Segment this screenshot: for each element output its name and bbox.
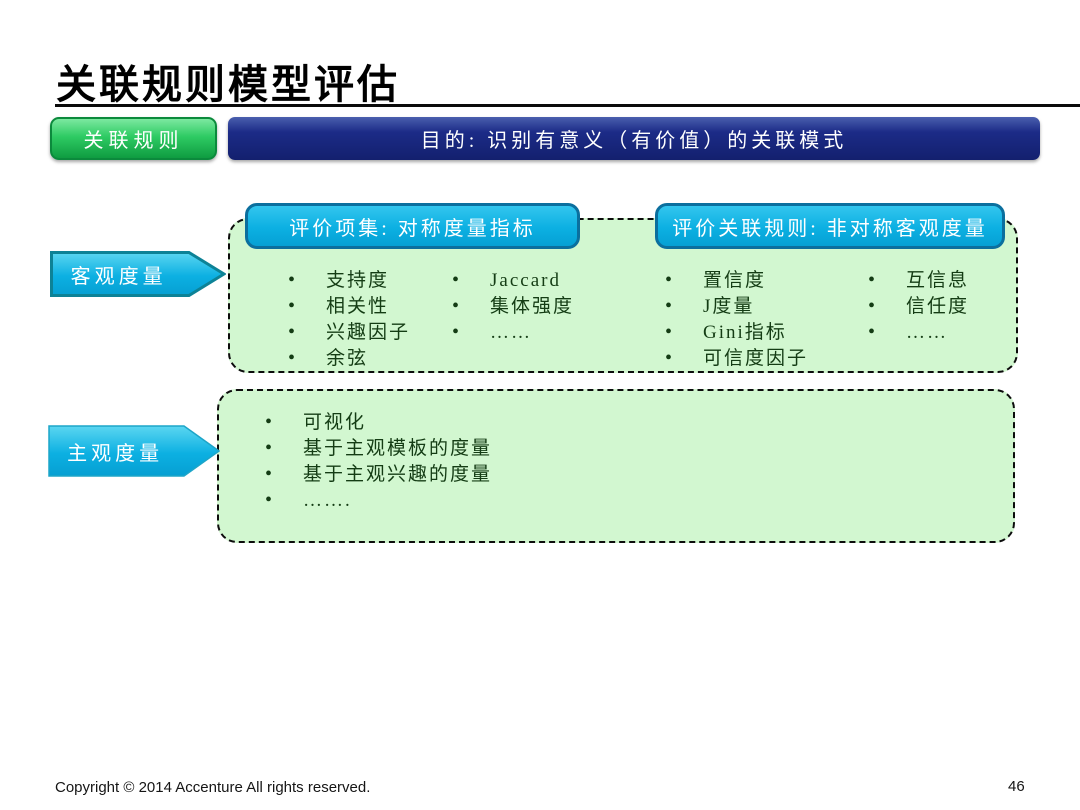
subjective-measures-box <box>217 389 1015 543</box>
list-item: 支持度 <box>288 268 410 293</box>
list-item: J度量 <box>665 294 808 319</box>
list-item: 余弦 <box>288 346 410 371</box>
list-item: ……. <box>265 488 492 513</box>
title-underline <box>55 104 1080 107</box>
topic-badge: 关联规则 <box>50 117 217 160</box>
objective-measure-arrow: 客观度量 <box>50 251 226 297</box>
list-item: 基于主观模板的度量 <box>265 436 492 461</box>
subjective-measures-list: 可视化 基于主观模板的度量 基于主观兴趣的度量 ……. <box>265 410 492 514</box>
list-item: 可信度因子 <box>665 346 808 371</box>
subjective-measure-arrow: 主观度量 <box>48 425 220 477</box>
right-arrow-shape-icon <box>50 251 226 297</box>
page-title: 关联规则模型评估 <box>56 62 400 107</box>
list-item: 信任度 <box>868 294 969 319</box>
page-number: 46 <box>1008 778 1025 795</box>
list-item: Gini指标 <box>665 320 808 345</box>
list-item: 兴趣因子 <box>288 320 410 345</box>
list-item: Jaccard <box>452 268 574 293</box>
list-item: 相关性 <box>288 294 410 319</box>
itemset-evaluation-header: 评价项集: 对称度量指标 <box>245 203 580 249</box>
list-item: 基于主观兴趣的度量 <box>265 462 492 487</box>
list-item: 集体强度 <box>452 294 574 319</box>
list-item: 可视化 <box>265 410 492 435</box>
rule-measures-list-1: 置信度 J度量 Gini指标 可信度因子 <box>665 268 808 372</box>
list-item: 互信息 <box>868 268 969 293</box>
list-item: …… <box>868 320 969 345</box>
itemset-measures-list-1: 支持度 相关性 兴趣因子 余弦 <box>288 268 410 372</box>
list-item: …… <box>452 320 574 345</box>
arrow-label: 主观度量 <box>67 442 164 465</box>
right-arrow-shape-icon <box>48 425 220 477</box>
rule-measures-list-2: 互信息 信任度 …… <box>868 268 969 346</box>
rule-evaluation-header: 评价关联规则: 非对称客观度量 <box>655 203 1005 249</box>
copyright-text: Copyright © 2014 Accenture All rights re… <box>55 779 371 796</box>
list-item: 置信度 <box>665 268 808 293</box>
purpose-banner: 目的: 识别有意义（有价值）的关联模式 <box>228 117 1040 160</box>
itemset-measures-list-2: Jaccard 集体强度 …… <box>452 268 574 346</box>
arrow-label: 客观度量 <box>70 265 167 288</box>
